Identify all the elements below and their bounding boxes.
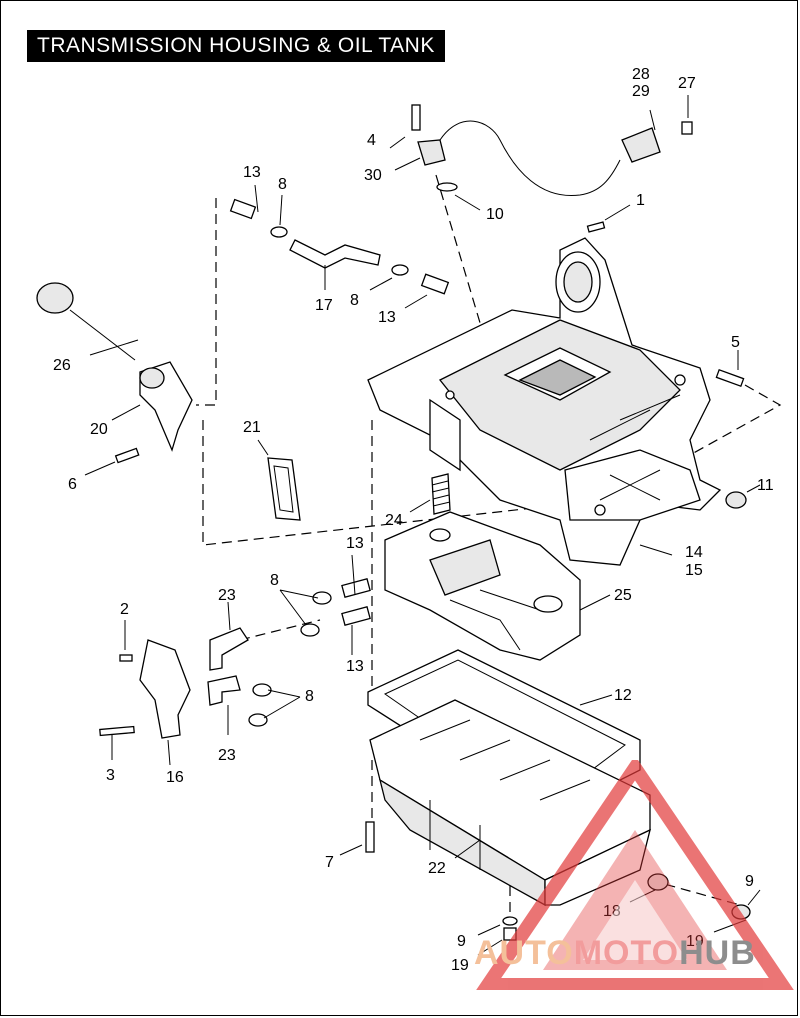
callout-27: 27 [678, 75, 696, 92]
transmission-housing [367, 237, 722, 566]
callout-13b: 13 [378, 309, 396, 326]
assembly-guide-lines [196, 174, 782, 920]
watermark-text-hub: HUB [679, 934, 756, 972]
callout-2: 2 [120, 601, 129, 618]
callout-4: 4 [367, 132, 376, 149]
bracket-16 [139, 639, 191, 739]
callout-8c: 8 [270, 572, 279, 589]
callout-23a: 23 [218, 587, 236, 604]
sensor-and-wiring [411, 104, 693, 233]
callout-6: 6 [68, 476, 77, 493]
callout-19b: 19 [451, 957, 469, 974]
callout-21: 21 [243, 419, 261, 436]
watermark-text-moto: MOTO [573, 934, 680, 972]
hoses-and-fittings [207, 198, 451, 727]
callout-11: 11 [757, 477, 774, 494]
callout-23b: 23 [218, 747, 236, 764]
callout-15: 15 [685, 562, 703, 579]
callout-13c: 13 [346, 535, 364, 552]
diagram-title: TRANSMISSION HOUSING & OIL TANK [27, 30, 445, 62]
gasket-21 [267, 457, 301, 521]
callout-13a: 13 [243, 164, 261, 181]
callout-29: 29 [632, 83, 650, 100]
callout-12: 12 [614, 687, 632, 704]
callout-28: 28 [632, 66, 650, 83]
callout-9a: 9 [745, 873, 754, 890]
callout-20: 20 [90, 421, 108, 438]
callout-10: 10 [486, 206, 504, 223]
callout-5: 5 [731, 334, 740, 351]
callout-19a: 19 [686, 933, 704, 950]
callout-30: 30 [364, 167, 382, 184]
watermark-text-auto: AUTO [474, 934, 574, 972]
watermark-text: AUTOMOTOHUB [474, 934, 756, 973]
warning-triangle-logo [476, 760, 794, 990]
callout-16: 16 [166, 769, 184, 786]
callout-8d: 8 [305, 688, 314, 705]
callout-17: 17 [315, 297, 333, 314]
oil-pan [369, 699, 651, 907]
callout-26: 26 [53, 357, 71, 374]
callout-3: 3 [106, 767, 115, 784]
callout-8b: 8 [350, 292, 359, 309]
callout-22: 22 [428, 860, 446, 877]
callout-8a: 8 [278, 176, 287, 193]
callout-25: 25 [614, 587, 632, 604]
automotohub-logo [476, 760, 794, 990]
callout-13d: 13 [346, 658, 364, 675]
callout-14: 14 [685, 544, 703, 561]
dipstick-and-filler [36, 282, 193, 452]
oil-tank [384, 511, 581, 661]
callout-7: 7 [325, 854, 334, 871]
callout-24: 24 [385, 512, 403, 529]
callout-1: 1 [636, 192, 645, 209]
callout-labels: 1 2 3 4 5 6 7 8 8 8 8 9 9 10 11 12 13 13… [53, 66, 774, 974]
callout-9b: 9 [457, 933, 466, 950]
callout-18: 18 [603, 903, 621, 920]
